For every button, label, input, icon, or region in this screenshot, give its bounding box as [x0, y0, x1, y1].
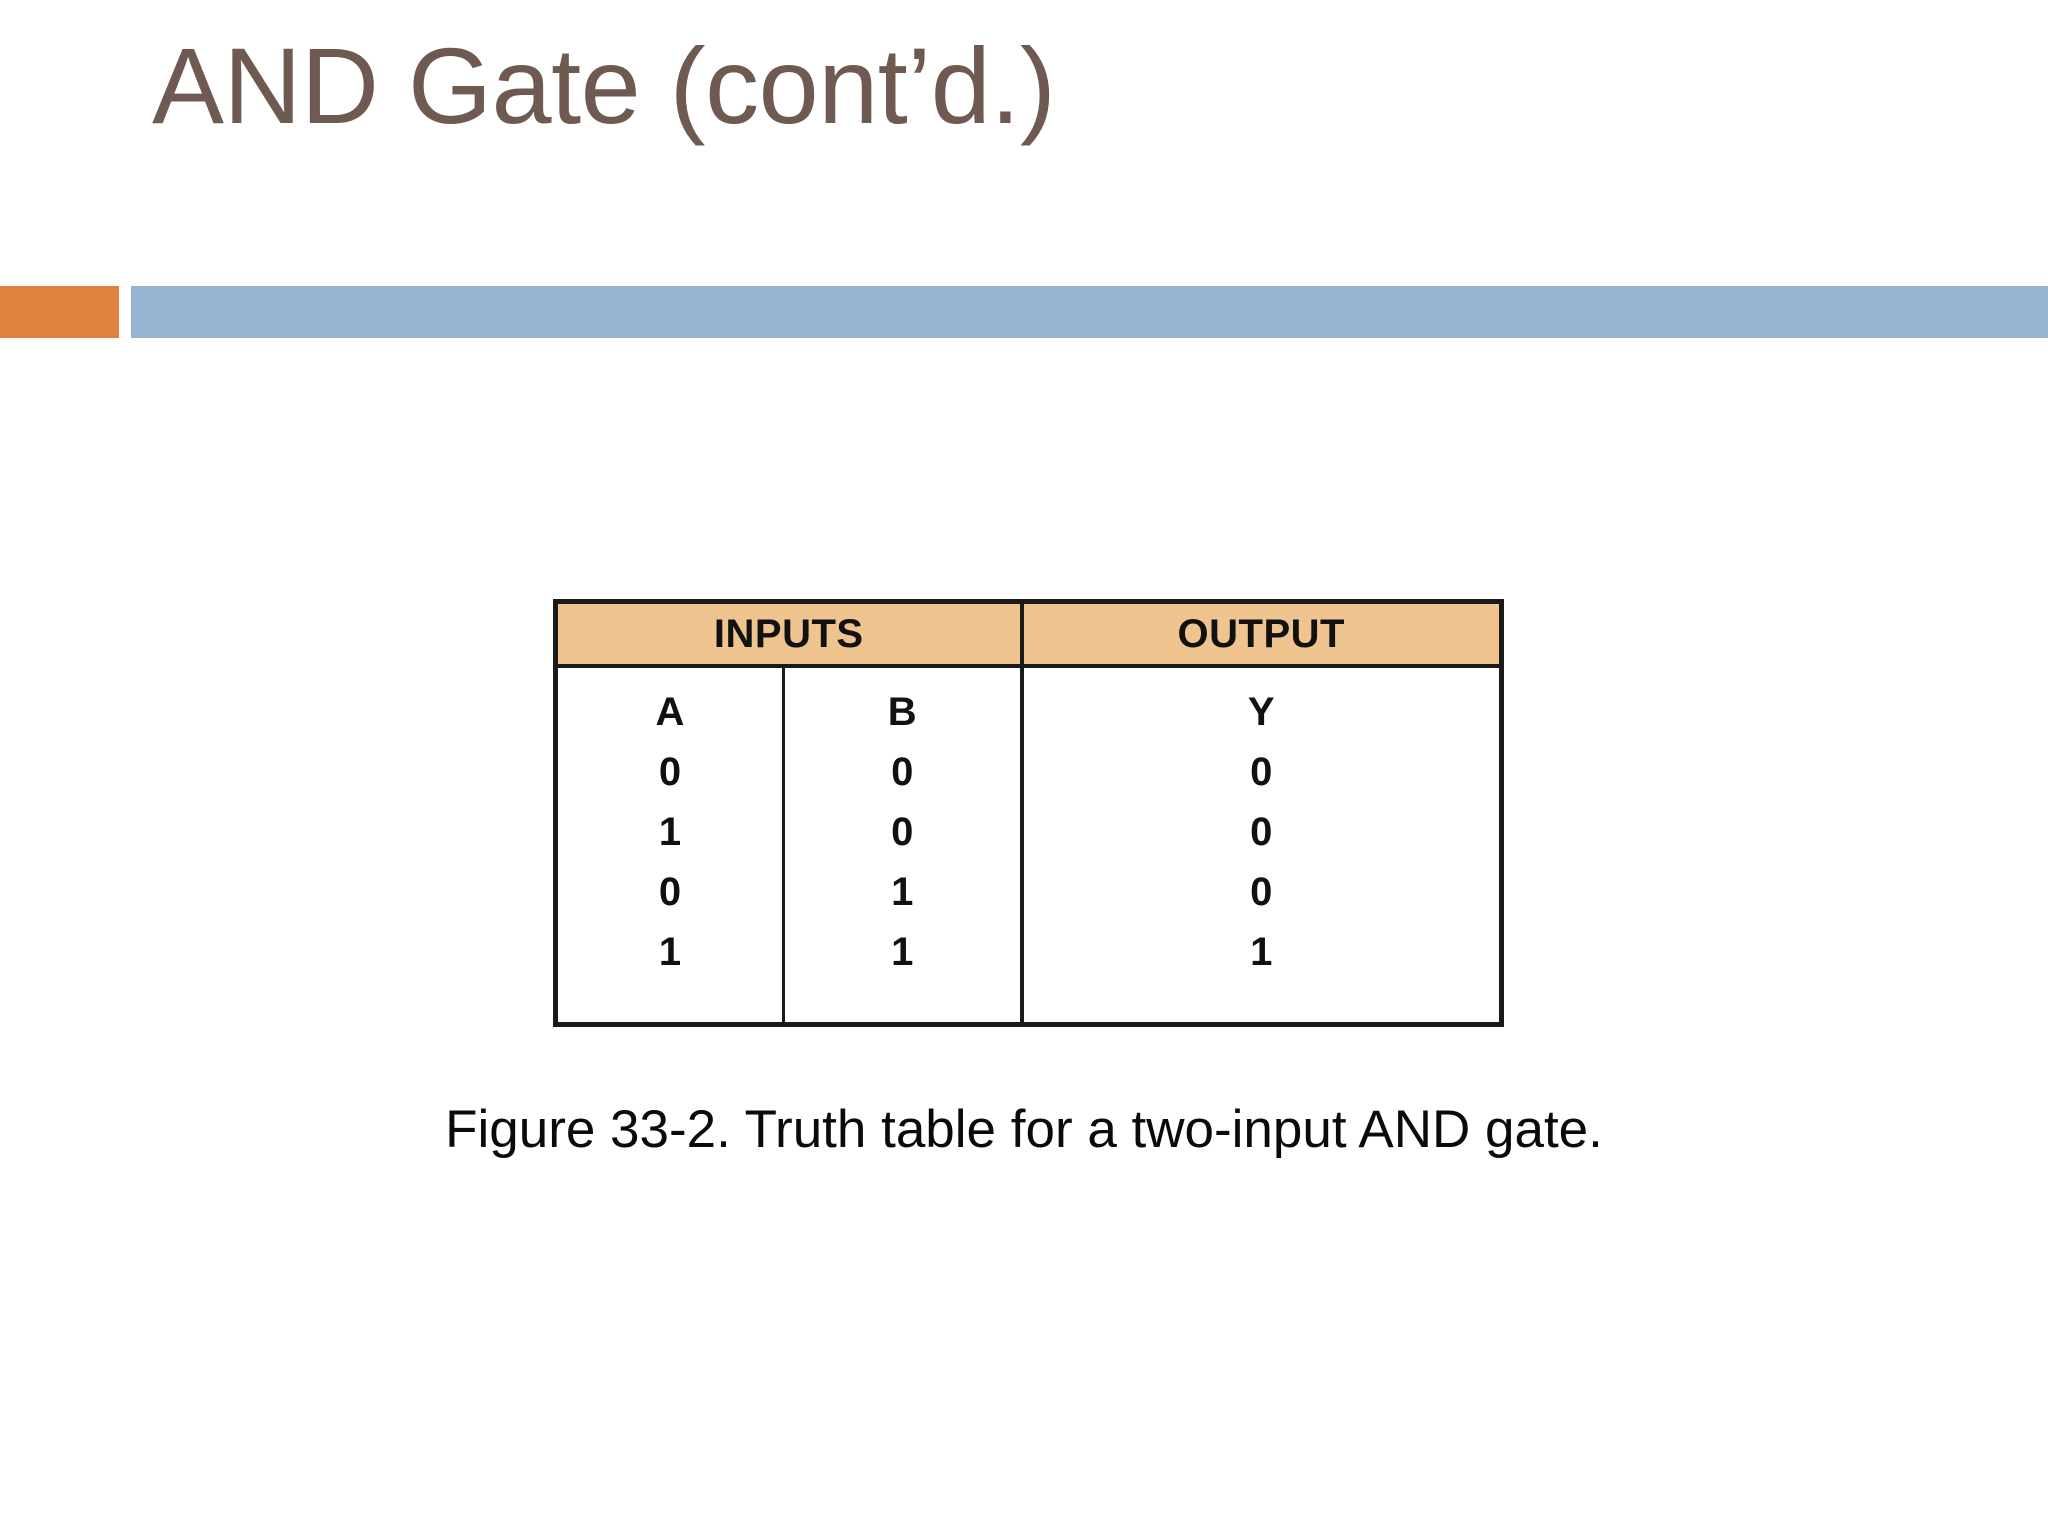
- truth-table: INPUTS OUTPUT A B Y 0 0 0 1 0 0 0 1: [553, 599, 1504, 1027]
- title-accent-rule: [0, 286, 2048, 338]
- table-row: 0 0 0: [555, 742, 1502, 802]
- column-label-y: Y: [1019, 666, 1502, 742]
- figure-truth-table: INPUTS OUTPUT A B Y 0 0 0 1 0 0 0 1: [445, 599, 1603, 1159]
- cell-y: 1: [1019, 922, 1502, 1025]
- cell-y: 0: [1019, 802, 1502, 862]
- table-column-label-row: A B Y: [555, 666, 1502, 742]
- cell-b: 1: [782, 862, 1022, 922]
- cell-b: 0: [782, 802, 1022, 862]
- table-row: 1 0 0: [555, 802, 1502, 862]
- cell-b: 1: [782, 922, 1022, 1025]
- column-label-a: A: [555, 666, 784, 742]
- column-group-inputs: INPUTS: [555, 601, 1022, 668]
- page-title: AND Gate (cont’d.): [152, 25, 1056, 146]
- column-group-output: OUTPUT: [1019, 601, 1502, 668]
- table-row: 0 1 0: [555, 862, 1502, 922]
- table-row: 1 1 1: [555, 922, 1502, 1025]
- table-group-header-row: INPUTS OUTPUT: [555, 601, 1502, 668]
- cell-a: 1: [555, 922, 784, 1025]
- accent-bar-blue: [131, 286, 2048, 338]
- column-label-b: B: [782, 666, 1022, 742]
- cell-y: 0: [1019, 742, 1502, 802]
- cell-a: 0: [555, 862, 784, 922]
- cell-a: 0: [555, 742, 784, 802]
- cell-a: 1: [555, 802, 784, 862]
- figure-caption: Figure 33-2. Truth table for a two-input…: [445, 1100, 1603, 1159]
- cell-y: 0: [1019, 862, 1502, 922]
- cell-b: 0: [782, 742, 1022, 802]
- accent-bar-orange: [0, 286, 119, 338]
